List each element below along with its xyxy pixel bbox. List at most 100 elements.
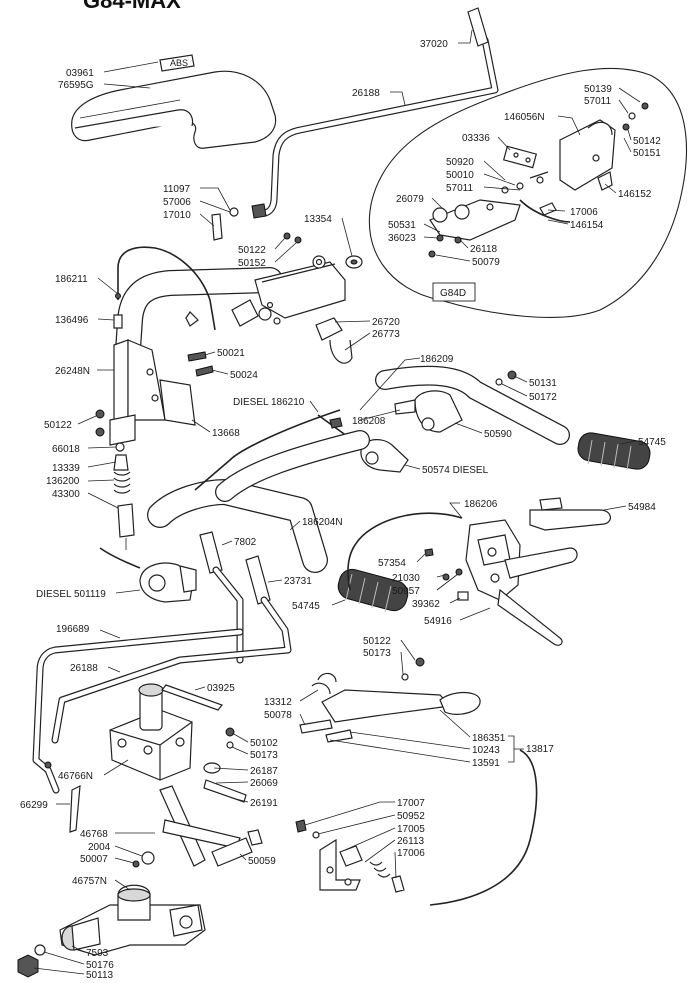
label-57006: 57006 [163, 197, 191, 208]
right-handlebar [375, 365, 651, 471]
lever-13817 [299, 657, 481, 743]
label-50531: 50531 [388, 220, 416, 231]
label-186211: 186211 [55, 274, 88, 285]
decal-text: ABS [170, 58, 188, 68]
label-50024: 50024 [230, 370, 258, 381]
linkage-rods [32, 531, 292, 794]
label-13339: 13339 [52, 463, 80, 474]
label-17007: 17007 [397, 798, 425, 809]
label-50142: 50142 [633, 136, 661, 147]
label-50021: 50021 [217, 348, 245, 359]
label-136496: 136496 [55, 315, 89, 326]
label-50078: 50078 [264, 710, 292, 721]
label-50152: 50152 [238, 258, 266, 269]
label-50151: 50151 [633, 148, 661, 159]
label-186209: 186209 [420, 354, 454, 365]
label-50176: 50176 [86, 960, 114, 971]
lower-handlebar [147, 409, 409, 613]
label-46768: 46768 [80, 829, 108, 840]
label-54984: 54984 [628, 502, 656, 513]
label-26191: 26191 [250, 798, 278, 809]
label-36023: 36023 [388, 233, 416, 244]
label-66018: 66018 [52, 444, 80, 455]
label-10243: 10243 [472, 745, 500, 756]
label-13591: 13591 [472, 758, 500, 769]
bracket-label-13817: 13817 [526, 744, 554, 755]
label-66299: 66299 [20, 800, 48, 811]
label-186206: 186206 [464, 499, 498, 510]
label-54745-left: 54745 [292, 601, 320, 612]
label-diesel-186210: DIESEL 186210 [233, 397, 305, 408]
label-13354: 13354 [304, 214, 332, 225]
decal [159, 54, 195, 72]
label-26187: 26187 [250, 766, 278, 777]
grip-54745-left [337, 568, 409, 613]
label-26079: 26079 [396, 194, 424, 205]
cable-186211 [117, 246, 216, 331]
label-50574-diesel: 50574 DIESEL [422, 465, 489, 476]
label-50952: 50952 [397, 811, 425, 822]
label-57011-top: 57011 [584, 96, 612, 107]
label-43300: 43300 [52, 489, 80, 500]
label-50010: 50010 [446, 170, 474, 181]
leader-lines [33, 29, 641, 975]
label-146152: 146152 [618, 189, 652, 200]
label-23731: 23731 [284, 576, 312, 587]
label-50957: 50957 [392, 586, 420, 597]
diagram-title: G84-MAX [83, 0, 181, 13]
label-50113: 50113 [86, 970, 114, 981]
label-50173-mid: 50173 [363, 648, 391, 659]
label-39362: 39362 [412, 599, 440, 610]
label-146154: 146154 [570, 220, 604, 231]
label-26188-mid: 26188 [70, 663, 98, 674]
lever-assembly [424, 497, 611, 646]
label-50007: 50007 [80, 854, 108, 865]
cable-bracket [295, 819, 405, 893]
label-50079: 50079 [472, 257, 500, 268]
label-50102: 50102 [250, 738, 278, 749]
label-26113: 26113 [397, 836, 425, 847]
hood-cover: ABS [71, 54, 277, 149]
label-46766N: 46766N [58, 771, 93, 782]
label-50059: 50059 [248, 856, 276, 867]
label-50122-mid: 50122 [363, 636, 391, 647]
label-186204N: 186204N [302, 517, 343, 528]
label-46757N: 46757N [72, 876, 107, 887]
label-03961: 03961 [66, 68, 94, 79]
label-13312: 13312 [264, 697, 292, 708]
lower-assembly [17, 683, 263, 978]
label-26720: 26720 [372, 317, 400, 328]
label-76595G: 76595G [58, 80, 94, 91]
label-26773: 26773 [372, 329, 400, 340]
label-50172: 50172 [529, 392, 557, 403]
label-11097: 11097 [163, 184, 191, 195]
label-26118: 26118 [470, 244, 498, 255]
label-196689: 196689 [56, 624, 90, 635]
label-26069: 26069 [250, 778, 278, 789]
label-26248N: 26248N [55, 366, 90, 377]
label-186208: 186208 [352, 416, 386, 427]
detail-box-tag [432, 282, 476, 302]
pivot-post [95, 339, 214, 550]
label-2004: 2004 [88, 842, 111, 853]
label-26188-top: 26188 [352, 88, 380, 99]
label-54745-right: 54745 [638, 437, 666, 448]
label-136200: 136200 [46, 476, 80, 487]
label-7593: 7593 [86, 948, 109, 959]
label-17005: 17005 [397, 824, 425, 835]
cable-186206 [347, 512, 463, 591]
upper-handlebar [115, 232, 363, 364]
label-17010: 17010 [163, 210, 191, 221]
main-rod [211, 7, 499, 241]
label-13668: 13668 [212, 428, 240, 439]
label-146056N: 146056N [504, 112, 545, 123]
label-diesel-501119: DIESEL 501119 [36, 589, 106, 600]
label-186351: 186351 [472, 733, 506, 744]
detail-bubble: G84D [368, 67, 687, 318]
label-54916: 54916 [424, 616, 452, 627]
label-21030: 21030 [392, 573, 420, 584]
label-50920: 50920 [446, 157, 474, 168]
label-57011-mid: 57011 [446, 183, 474, 194]
label-50173-low: 50173 [250, 750, 278, 761]
